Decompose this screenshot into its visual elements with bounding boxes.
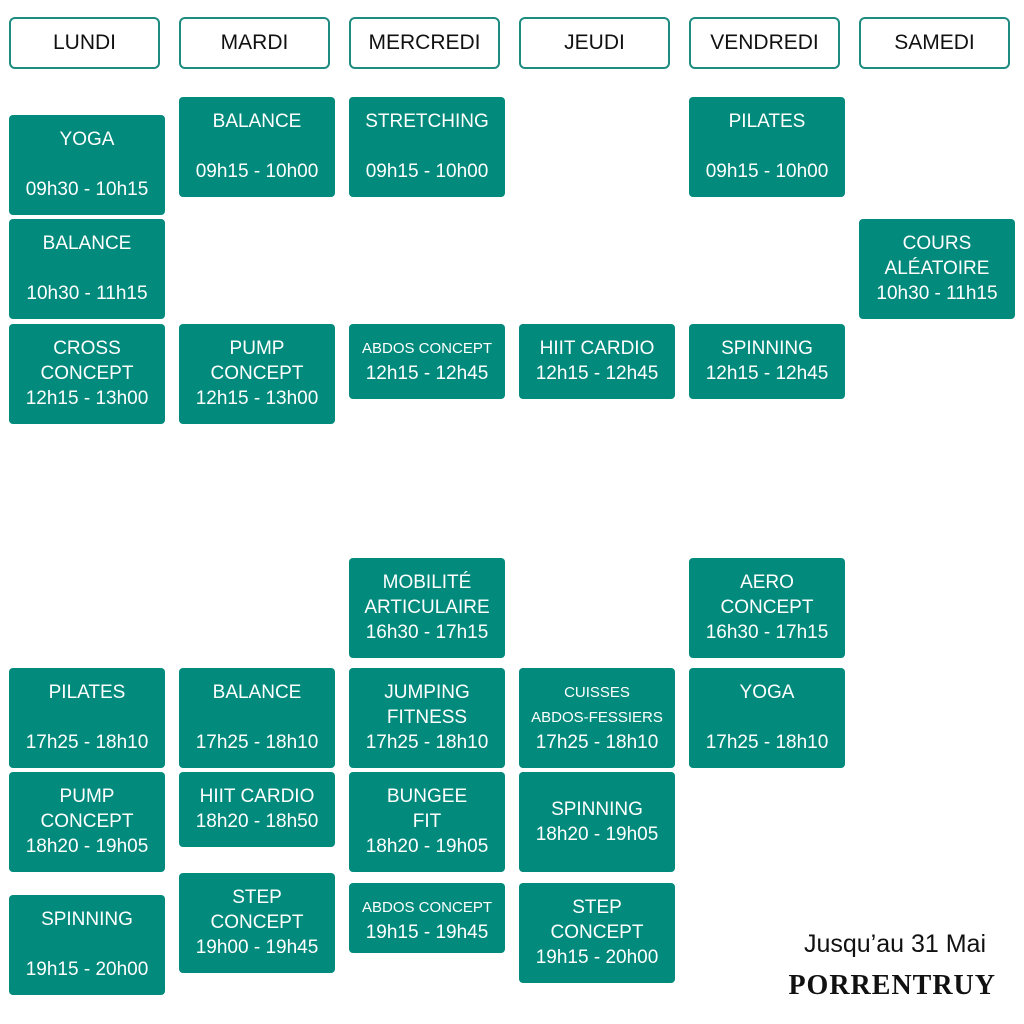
day-header-vendredi: VENDREDI <box>689 17 840 69</box>
class-time: 18h20 - 19h05 <box>365 836 489 857</box>
class-card[interactable]: STEP CONCEPT 19h15 - 20h00 <box>519 883 675 983</box>
class-time: 17h25 - 18h10 <box>195 732 319 753</box>
class-time: 17h25 - 18h10 <box>25 732 149 753</box>
class-time: 10h30 - 11h15 <box>26 283 148 304</box>
class-card[interactable]: PILATES 17h25 - 18h10 <box>9 668 165 768</box>
class-name: CROSS CONCEPT <box>40 338 134 384</box>
class-time: 09h15 - 10h00 <box>705 161 829 182</box>
class-card[interactable]: JUMPING FITNESS 17h25 - 18h10 <box>349 668 505 768</box>
class-time: 19h00 - 19h45 <box>195 937 319 958</box>
class-time: 16h30 - 17h15 <box>705 622 829 643</box>
class-time: 12h15 - 12h45 <box>705 363 829 384</box>
class-name: AERO CONCEPT <box>720 572 814 618</box>
day-header-lundi: LUNDI <box>9 17 160 69</box>
class-time: 09h30 - 10h15 <box>25 179 149 200</box>
class-time: 12h15 - 12h45 <box>535 363 659 384</box>
class-card[interactable]: BALANCE 10h30 - 11h15 <box>9 219 165 319</box>
day-header-jeudi: JEUDI <box>519 17 670 69</box>
class-card[interactable]: PUMP CONCEPT 18h20 - 19h05 <box>9 772 165 872</box>
class-time: 12h15 - 13h00 <box>195 388 319 409</box>
class-name: SPINNING <box>721 338 813 359</box>
class-card[interactable]: AERO CONCEPT 16h30 - 17h15 <box>689 558 845 658</box>
class-name: YOGA <box>59 129 115 150</box>
class-card[interactable]: STRETCHING 09h15 - 10h00 <box>349 97 505 197</box>
class-time: 17h25 - 18h10 <box>535 732 659 753</box>
class-card[interactable]: SPINNING 18h20 - 19h05 <box>519 772 675 872</box>
class-card[interactable]: YOGA 09h30 - 10h15 <box>9 115 165 215</box>
class-card[interactable]: YOGA 17h25 - 18h10 <box>689 668 845 768</box>
class-card[interactable]: SPINNING 19h15 - 20h00 <box>9 895 165 995</box>
city-name: PORRENTRUY <box>788 970 996 1001</box>
class-card[interactable]: ABDOS CONCEPT 12h15 - 12h45 <box>349 324 505 399</box>
class-time: 19h15 - 20h00 <box>535 947 659 968</box>
class-card[interactable]: BUNGEE FIT 18h20 - 19h05 <box>349 772 505 872</box>
class-name: PUMP CONCEPT <box>40 786 134 832</box>
class-name: MOBILITÉ ARTICULAIRE <box>364 572 490 618</box>
class-card[interactable]: PUMP CONCEPT 12h15 - 13h00 <box>179 324 335 424</box>
class-name: SPINNING <box>41 909 133 930</box>
class-name: BALANCE <box>42 233 132 254</box>
class-name: COURS ALÉATOIRE <box>884 233 990 279</box>
class-card[interactable]: COURS ALÉATOIRE 10h30 - 11h15 <box>859 219 1015 319</box>
class-card[interactable]: STEP CONCEPT 19h00 - 19h45 <box>179 873 335 973</box>
class-card[interactable]: CUISSES ABDOS-FESSIERS 17h25 - 18h10 <box>519 668 675 768</box>
class-name: CUISSES ABDOS-FESSIERS <box>531 684 663 726</box>
class-time: 09h15 - 10h00 <box>365 161 489 182</box>
class-card[interactable]: BALANCE 09h15 - 10h00 <box>179 97 335 197</box>
class-card[interactable]: SPINNING 12h15 - 12h45 <box>689 324 845 399</box>
class-name: PILATES <box>48 682 126 703</box>
day-header-mardi: MARDI <box>179 17 330 69</box>
class-card[interactable]: MOBILITÉ ARTICULAIRE 16h30 - 17h15 <box>349 558 505 658</box>
class-name: BALANCE <box>212 682 302 703</box>
class-name: HIIT CARDIO <box>539 338 655 359</box>
class-name: PILATES <box>728 111 806 132</box>
class-name: STRETCHING <box>365 111 489 132</box>
class-time: 18h20 - 18h50 <box>195 811 319 832</box>
class-time: 18h20 - 19h05 <box>535 824 659 845</box>
day-header-mercredi: MERCREDI <box>349 17 500 69</box>
class-time: 16h30 - 17h15 <box>365 622 489 643</box>
validity-date: Jusqu’au 31 Mai <box>803 930 986 958</box>
class-name: BUNGEE FIT <box>386 786 468 832</box>
class-name: ABDOS CONCEPT <box>361 899 493 916</box>
class-time: 18h20 - 19h05 <box>25 836 149 857</box>
class-name: YOGA <box>739 682 795 703</box>
class-card[interactable]: ABDOS CONCEPT 19h15 - 19h45 <box>349 883 505 953</box>
class-time: 19h15 - 19h45 <box>365 922 489 943</box>
class-name: ABDOS CONCEPT <box>361 340 493 357</box>
class-card[interactable]: BALANCE 17h25 - 18h10 <box>179 668 335 768</box>
class-name: STEP CONCEPT <box>210 887 304 933</box>
class-time: 19h15 - 20h00 <box>25 959 149 980</box>
class-time: 09h15 - 10h00 <box>195 161 319 182</box>
class-card[interactable]: HIIT CARDIO 18h20 - 18h50 <box>179 772 335 847</box>
class-card[interactable]: HIIT CARDIO 12h15 - 12h45 <box>519 324 675 399</box>
class-name: JUMPING FITNESS <box>384 682 470 728</box>
class-card[interactable]: CROSS CONCEPT 12h15 - 13h00 <box>9 324 165 424</box>
class-name: STEP CONCEPT <box>550 897 644 943</box>
class-time: 17h25 - 18h10 <box>705 732 829 753</box>
class-time: 17h25 - 18h10 <box>365 732 489 753</box>
class-name: HIIT CARDIO <box>199 786 315 807</box>
class-name: BALANCE <box>212 111 302 132</box>
class-time: 12h15 - 13h00 <box>25 388 149 409</box>
class-name: PUMP CONCEPT <box>210 338 304 384</box>
class-time: 10h30 - 11h15 <box>876 283 998 304</box>
day-header-samedi: SAMEDI <box>859 17 1010 69</box>
class-name: SPINNING <box>551 799 643 820</box>
class-time: 12h15 - 12h45 <box>365 363 489 384</box>
class-card[interactable]: PILATES 09h15 - 10h00 <box>689 97 845 197</box>
